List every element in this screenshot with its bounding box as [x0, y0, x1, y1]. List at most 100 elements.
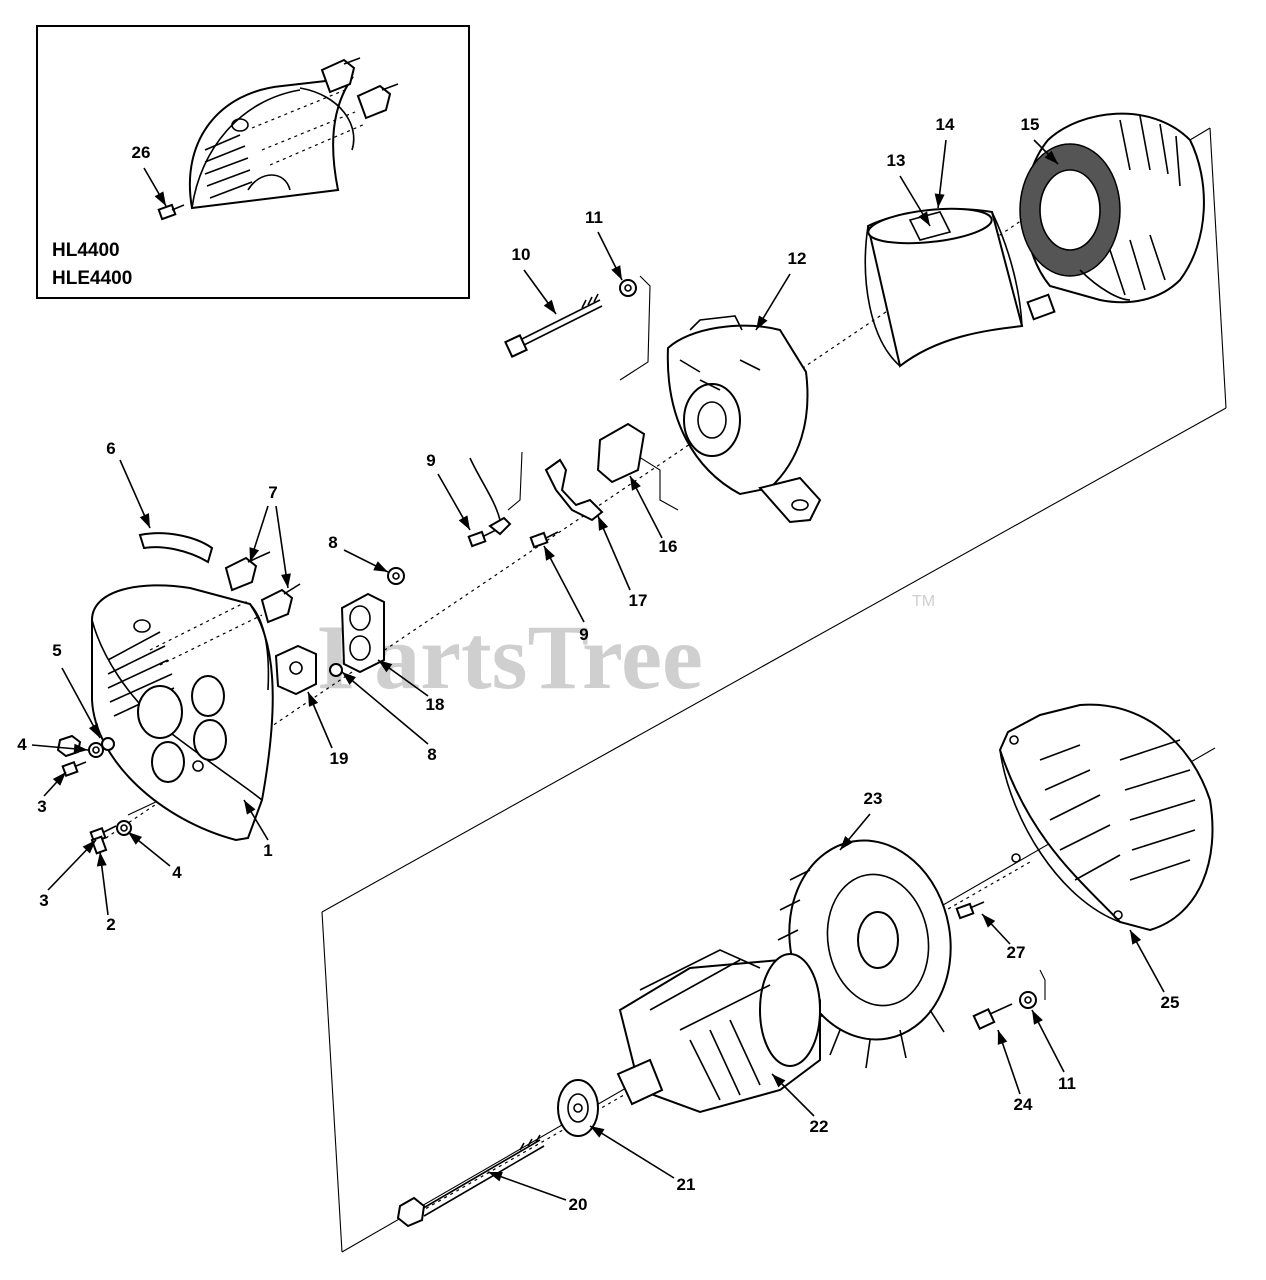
leader-arrowhead-17 [598, 516, 609, 531]
screw-9a [467, 530, 487, 548]
screw-27 [955, 902, 975, 920]
callout-8b: 8 [427, 745, 436, 764]
callout-7: 7 [268, 483, 277, 502]
part-17-bracket [544, 458, 604, 522]
leader-arrowhead-15 [1044, 150, 1058, 164]
watermark: PartsTree TM [318, 593, 935, 708]
leader-arrowhead-7a [249, 547, 260, 562]
washer-4 [116, 820, 132, 836]
callout-12: 12 [788, 249, 807, 268]
part-13-band [864, 207, 1024, 368]
callout-10: 10 [512, 245, 531, 264]
callout-25: 25 [1161, 993, 1180, 1012]
leader-arrowhead-6 [139, 513, 150, 528]
leader-arrows [31, 139, 1165, 1201]
leader-arrowhead-21 [590, 1126, 605, 1138]
callout-18: 18 [426, 695, 445, 714]
inset-frame [36, 25, 470, 299]
nut-8a [387, 567, 405, 585]
leader-arrowhead-3a [52, 772, 66, 786]
receptacles [274, 567, 405, 696]
hardware-right [955, 901, 1037, 1031]
callout-23: 23 [864, 789, 883, 808]
callout-6: 6 [106, 439, 115, 458]
inset-model-2: HLE4400 [52, 268, 132, 289]
leader-arrowhead-9a [458, 515, 470, 530]
inset-screw-26 [157, 203, 185, 221]
part-22-rotor [616, 949, 821, 1114]
leader-arrowhead-4b [128, 832, 143, 845]
leader-arrowhead-14 [934, 193, 945, 208]
part-12-end-bracket [666, 315, 822, 524]
callout-24: 24 [1014, 1095, 1033, 1114]
leader-arrowhead-8b [342, 672, 356, 685]
part-25-housing [998, 703, 1214, 932]
callout-1: 1 [263, 841, 272, 860]
callout-4b: 4 [172, 863, 182, 882]
nut-8b [329, 663, 343, 677]
inset-box: HL4400 HLE4400 [36, 25, 470, 299]
leader-arrowhead-1 [244, 800, 256, 815]
part-7-switches [224, 551, 301, 624]
leader-arrowhead-13 [918, 211, 930, 226]
callout-5: 5 [52, 641, 61, 660]
part-16-brush-holder [596, 422, 646, 484]
leader-arrowhead-9b [544, 546, 555, 561]
callout-labels: 1 2 3 3 4 4 5 6 7 8 8 9 9 10 11 11 12 13… [17, 115, 1179, 1214]
leader-arrowhead-22 [772, 1074, 786, 1088]
washer-5 [101, 737, 115, 751]
leader-line-8b [341, 671, 429, 745]
callout-3a: 3 [37, 797, 46, 816]
bolt-24 [972, 1007, 996, 1031]
part-23-fan [777, 839, 952, 1069]
leader-line-21 [589, 1125, 675, 1179]
leader-arrowhead-11a [611, 265, 622, 280]
callout-9a: 9 [426, 451, 435, 470]
brush-holder-area [467, 422, 646, 549]
leader-arrowhead-4a [73, 743, 88, 754]
part-15-stator [1019, 112, 1205, 321]
callout-14: 14 [936, 115, 955, 134]
washer-11b [1019, 991, 1037, 1009]
callout-11a: 11 [585, 208, 603, 227]
leader-arrowhead-20 [488, 1172, 503, 1182]
leader-arrowhead-27 [982, 914, 996, 928]
callout-26: 26 [132, 143, 151, 162]
callout-19: 19 [330, 749, 349, 768]
inset-end-cover [188, 57, 399, 210]
part-21-pulley [557, 1079, 599, 1137]
callout-8a: 8 [328, 533, 337, 552]
leader-arrowhead-5 [88, 723, 100, 738]
callout-11b: 11 [1058, 1074, 1076, 1093]
callout-15: 15 [1021, 115, 1040, 134]
callout-21: 21 [677, 1175, 696, 1194]
leader-arrowhead-10 [543, 299, 556, 314]
callout-3b: 3 [39, 891, 48, 910]
callout-2: 2 [106, 915, 115, 934]
callout-9b: 9 [579, 625, 588, 644]
callout-17: 17 [629, 591, 648, 610]
part-1-end-cover [91, 584, 274, 842]
screw-9b [529, 531, 549, 549]
leader-arrowhead-25 [1130, 930, 1142, 945]
leader-arrowhead-26 [154, 191, 166, 206]
leader-arrowhead-2 [96, 852, 107, 867]
leader-arrowhead-16 [630, 476, 641, 491]
leader-arrowhead-11b [1032, 1010, 1043, 1025]
leader-arrowhead-3b [82, 840, 96, 854]
leader-arrowhead-19 [308, 692, 319, 707]
part-19-receptacle [274, 644, 317, 696]
callout-22: 22 [810, 1117, 829, 1136]
bolt-10-washer-11 [504, 279, 637, 358]
leader-arrowhead-7b [281, 573, 291, 588]
callout-13: 13 [887, 151, 906, 170]
leader-arrowhead-24 [997, 1030, 1008, 1045]
part-20-through-bolt [396, 1134, 545, 1228]
leader-arrowhead-12 [756, 315, 768, 330]
part-18-duplex-receptacle [340, 592, 385, 674]
callout-16: 16 [659, 537, 678, 556]
leader-arrowhead-23 [840, 836, 853, 850]
leader-line-9b [543, 545, 585, 623]
watermark-trademark: TM [912, 593, 935, 610]
